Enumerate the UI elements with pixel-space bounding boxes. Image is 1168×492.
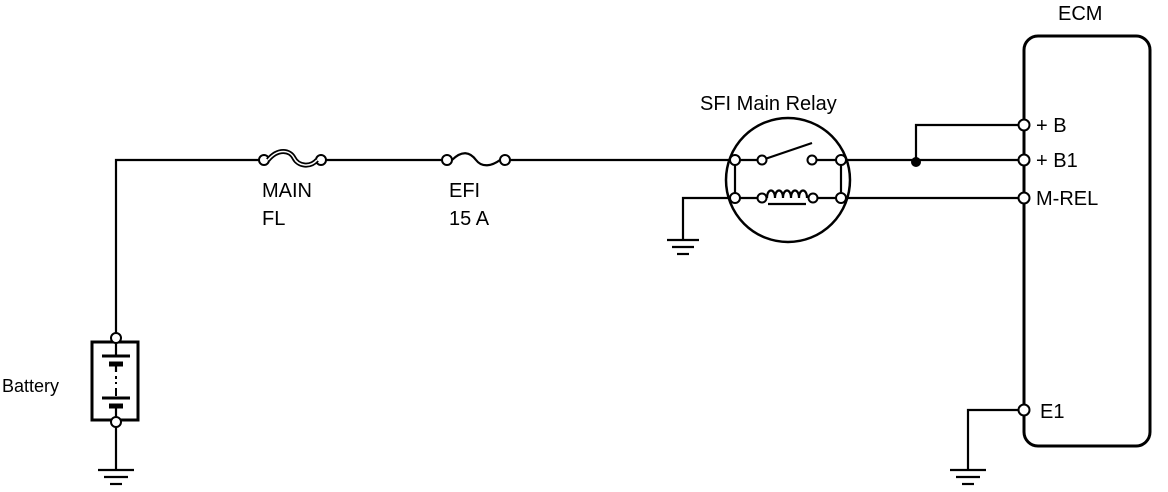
ecm-box	[1022, 34, 1152, 448]
efi-fuse	[441, 152, 511, 167]
sfi-main-relay	[724, 116, 852, 244]
ecm-pin-e1-label: E1	[1040, 401, 1064, 423]
battery-symbol	[90, 332, 140, 428]
ecm-pin-b-terminal	[1017, 118, 1031, 132]
power-wire	[114, 158, 735, 338]
relay-to-ecm-wires	[846, 123, 1019, 200]
efi-fuse-label-2: 15 A	[449, 208, 490, 230]
ecm-pin-b1-label: + B1	[1036, 150, 1078, 172]
ecm-pin-b-label: + B	[1036, 115, 1067, 137]
ecm-pin-mrel-terminal	[1017, 191, 1031, 205]
main-fuse-label-1: MAIN	[262, 180, 312, 202]
main-fuse-label-2: FL	[262, 208, 285, 230]
ecm-pin-e1-terminal	[1017, 403, 1031, 417]
ecm-ground	[950, 408, 1019, 486]
efi-fuse-label-1: EFI	[449, 180, 480, 202]
ecm-pin-b1-terminal	[1017, 153, 1031, 167]
main-fl-fuse	[258, 149, 327, 168]
ecm-pin-mrel-label: M-REL	[1036, 188, 1098, 210]
battery-label: Battery	[2, 376, 59, 396]
battery-ground	[98, 427, 134, 486]
relay-title: SFI Main Relay	[700, 93, 837, 115]
ecm-title: ECM	[1058, 3, 1102, 25]
relay-ground	[667, 196, 730, 256]
